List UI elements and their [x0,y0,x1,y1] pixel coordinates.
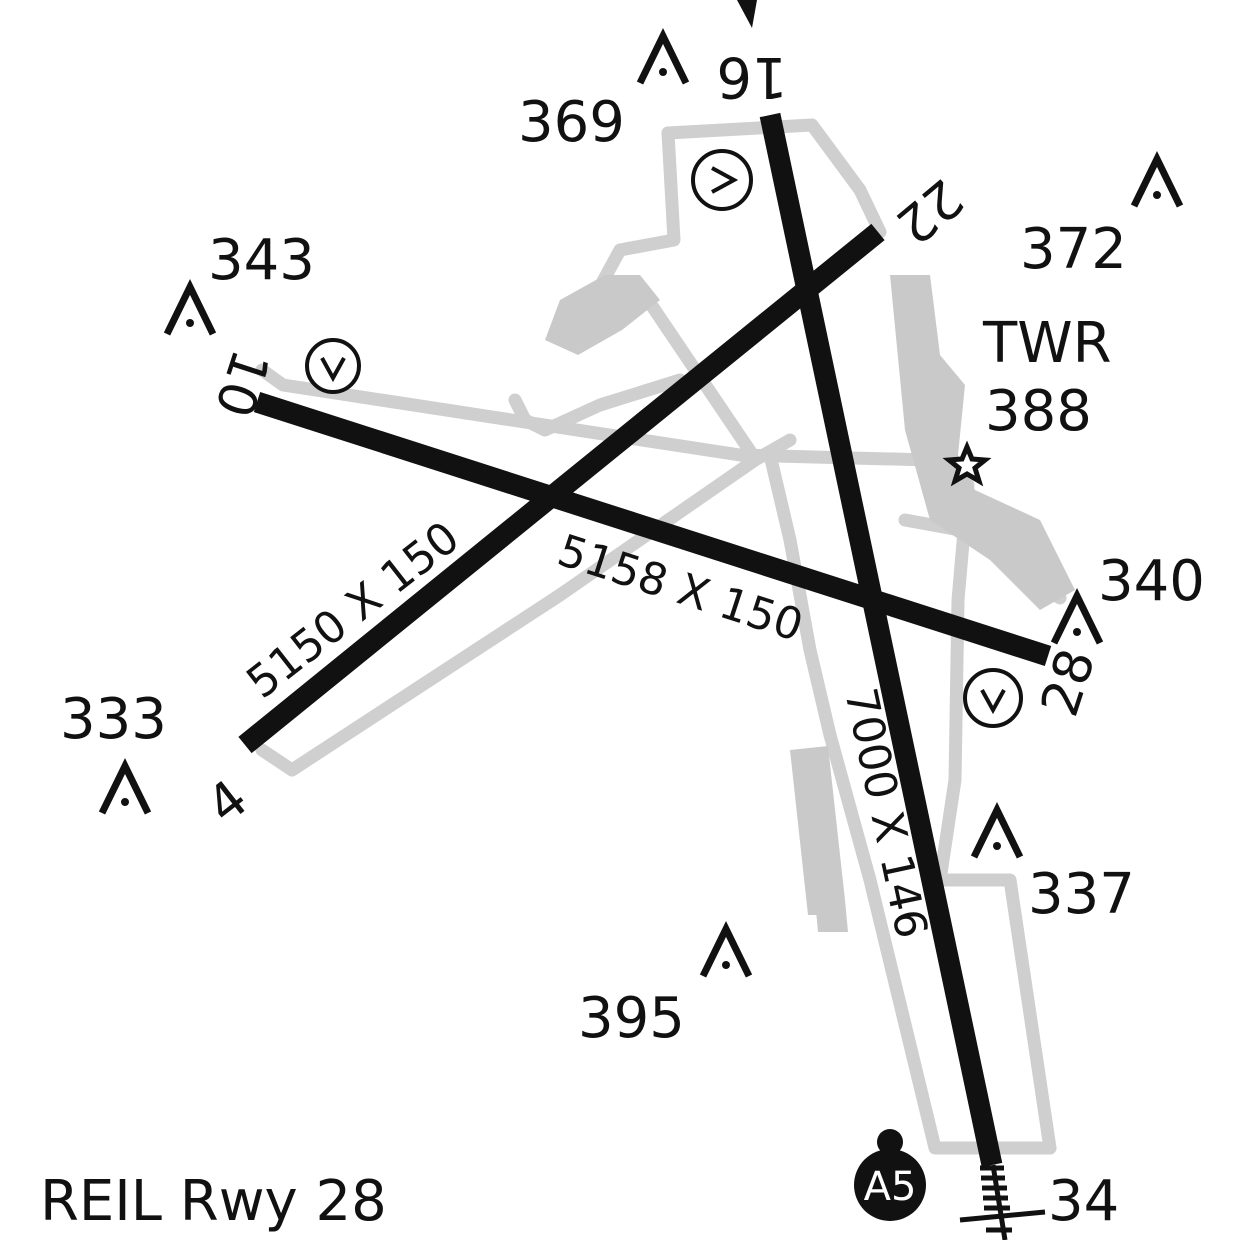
runway-end-16: 16 [716,44,787,109]
apron-areas [545,275,1075,932]
runway-end-34: 34 [1048,1169,1119,1234]
hot-spot-a5: A5 [854,1129,926,1221]
obstruction-caret-icon [102,36,1180,976]
runway-10-28 [253,392,1052,666]
elevation-333: 333 [60,687,167,752]
tower-star-icon [942,440,992,487]
elevation-343: 343 [208,228,315,293]
approach-lighting-icon [959,1164,1046,1240]
runway-16-extension-icon [737,0,757,28]
elevation-388: 388 [985,379,1092,444]
apron-north-west [545,275,660,355]
elevation-337: 337 [1028,862,1135,927]
runways [238,112,1052,1168]
apron-south-west [790,746,845,915]
taxiway-north-parallel [661,118,887,239]
tower-label: TWR [982,311,1112,376]
runway-end-4: 4 [196,769,259,837]
lighting-note: REIL Rwy 28 [40,1169,387,1234]
runway-end-22: 22 [884,167,973,255]
elevation-369: 369 [518,90,625,155]
hot-spot-a5-label: A5 [864,1164,917,1210]
apron-south-stub [815,900,848,932]
elevation-340: 340 [1098,549,1205,614]
taxiway-west-link [508,373,687,437]
elevation-395: 395 [578,986,685,1051]
apron-east-terminal [890,275,1075,610]
visual-glide-slope-icon [305,149,1023,728]
runway-4-22 [238,223,885,754]
taxiway-center-connector [763,448,837,742]
elevation-372: 372 [1020,217,1127,282]
taxiway-east-parallel [933,478,1057,1155]
